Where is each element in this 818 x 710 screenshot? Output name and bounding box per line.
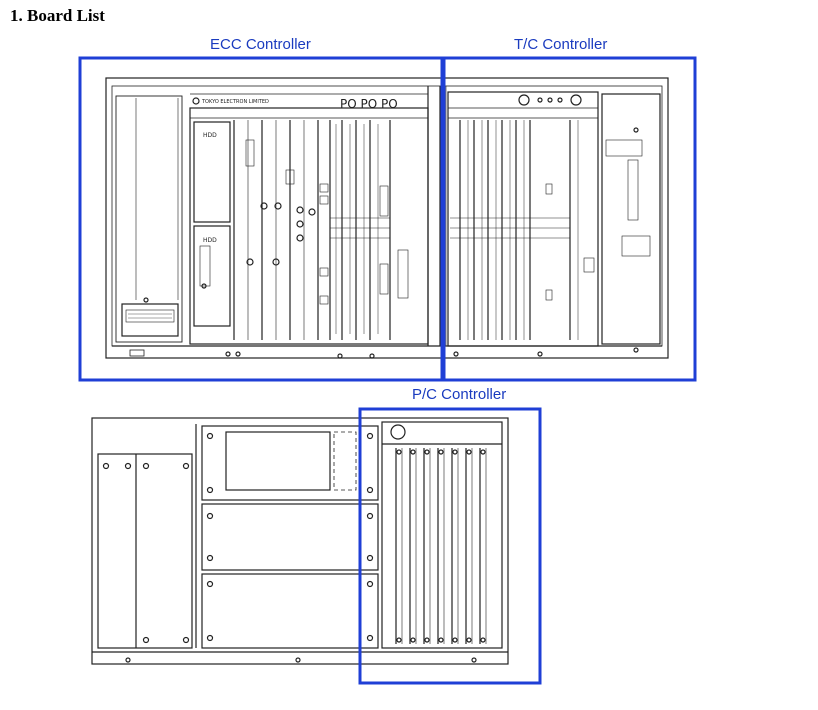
tc-controller-label: T/C Controller [514, 36, 608, 53]
bottom-rack-drawing [91, 417, 509, 665]
page-heading: 1. Board List [10, 6, 105, 25]
brand-plate-text: TOKYO ELECTRON LIMITED [201, 99, 269, 105]
ecc-controller-box [78, 56, 444, 382]
pc-controller-box [358, 407, 542, 685]
hdd-label-2: HDD [203, 237, 217, 244]
svg-text:PO PO PO: PO PO PO [340, 97, 398, 111]
pc-controller-label: P/C Controller [412, 386, 507, 403]
ecc-controller-label: ECC Controller [210, 36, 311, 53]
top-rack-drawing: PO PO PO [105, 77, 669, 359]
tc-controller-box [442, 56, 697, 382]
hdd-label-1: HDD [203, 132, 217, 139]
